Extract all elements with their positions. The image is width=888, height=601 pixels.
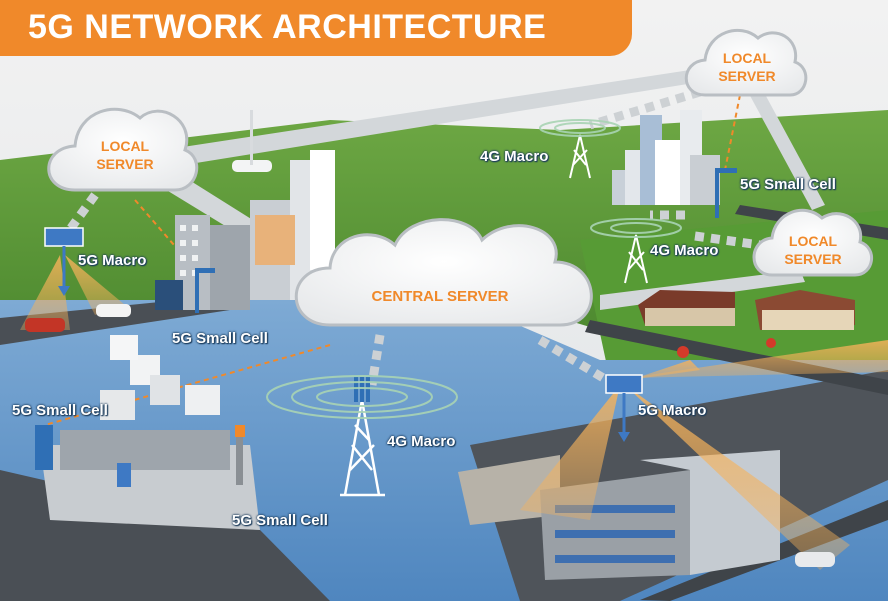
macro-5g-right-label: 5G Macro	[638, 402, 707, 419]
macro-5g-left-label: 5G Macro	[78, 252, 147, 269]
fiber-link-top-to-right	[748, 85, 825, 210]
top-right-city-buildings	[612, 110, 720, 205]
cars	[25, 304, 835, 567]
small-cell-left-antenna	[155, 268, 215, 313]
road-left	[0, 300, 230, 345]
macro-4g-center-antennas	[354, 377, 370, 402]
fiber-link-left-to-top	[150, 70, 700, 168]
local-server-cloud-top-right	[684, 28, 808, 97]
macro-4g-right-label: 4G Macro	[650, 242, 719, 259]
macro-4g-top-label: 4G Macro	[480, 148, 549, 165]
macro-4g-right-tower	[624, 234, 648, 284]
wireless-backhaul-links	[64, 87, 761, 389]
small-town	[40, 335, 260, 530]
macro-4g-center-label: 4G Macro	[387, 433, 456, 450]
macro-5g-right-antenna	[605, 374, 643, 442]
suburban-houses	[638, 290, 855, 358]
title-banner: 5G NETWORK ARCHITECTURE	[0, 0, 632, 56]
page-title: 5G NETWORK ARCHITECTURE	[28, 8, 547, 46]
small-cell-town-label: 5G Small Cell	[12, 402, 108, 419]
local-server-cloud-right	[752, 208, 874, 277]
radio-waves	[266, 119, 682, 419]
coverage-beams	[20, 255, 888, 570]
road-right	[585, 320, 888, 395]
central-server-label: CENTRAL SERVER	[371, 288, 509, 305]
central-server-cloud	[294, 218, 593, 327]
macro-5g-left-antenna	[44, 227, 84, 296]
small-cell-right-label: 5G Small Cell	[740, 176, 836, 193]
small-cell-right-antenna	[715, 168, 737, 218]
small-cell-town-antenna	[35, 425, 53, 470]
local-server-cloud-left	[47, 107, 199, 192]
small-cell-left-label: 5G Small Cell	[172, 330, 268, 347]
small-cell-bottom-label: 5G Small Cell	[232, 512, 328, 529]
